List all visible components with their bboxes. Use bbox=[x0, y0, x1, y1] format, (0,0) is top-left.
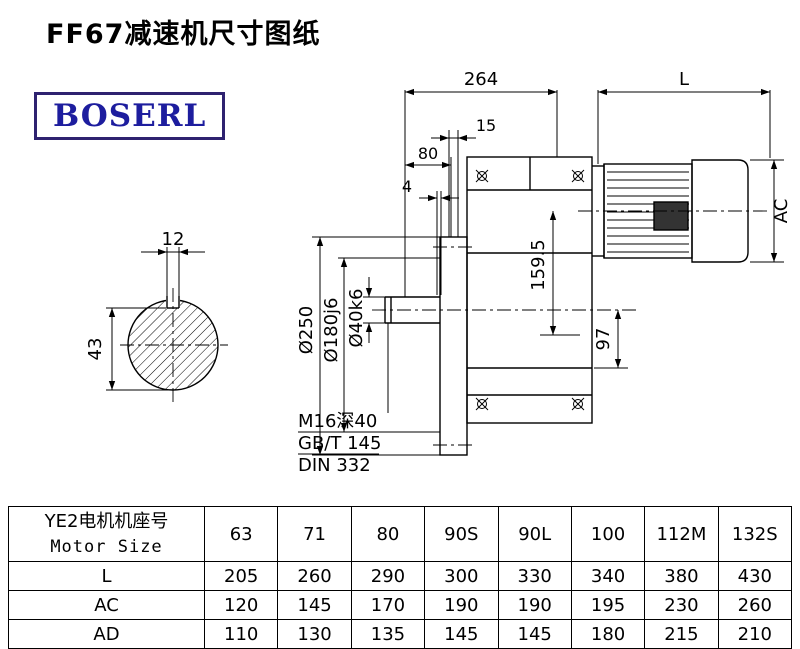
value-AD-71: 130 bbox=[277, 619, 352, 649]
fan-cowl bbox=[691, 159, 749, 263]
dim-15-label: 15 bbox=[476, 116, 496, 135]
value-L-112M: 380 bbox=[644, 561, 719, 591]
value-AC-90S: 190 bbox=[424, 590, 499, 620]
value-AC-71: 145 bbox=[277, 590, 352, 620]
motor-fins bbox=[607, 171, 689, 253]
size-col-90L: 90L bbox=[497, 506, 572, 562]
value-AC-100: 195 bbox=[570, 590, 646, 620]
key-width-label: 12 bbox=[162, 229, 185, 250]
brand-logo: BOSERL bbox=[34, 92, 226, 140]
note-gbt: GB/T 145 bbox=[298, 433, 381, 454]
value-L-80: 290 bbox=[350, 561, 426, 591]
dim-L-label: L bbox=[679, 69, 689, 90]
size-col-63: 63 bbox=[203, 506, 279, 562]
value-L-132S: 430 bbox=[717, 561, 793, 591]
value-AC-80: 170 bbox=[350, 590, 426, 620]
row-label-AD: AD bbox=[8, 619, 205, 649]
dimension-lines bbox=[298, 88, 784, 456]
table-header-row: YE2电机机座号 Motor Size 63 71 80 90S 90L 100… bbox=[8, 506, 793, 562]
shaft-height-dimension bbox=[106, 307, 170, 391]
dim-97-label: 97 bbox=[593, 328, 614, 351]
value-AC-112M: 230 bbox=[644, 590, 719, 620]
value-AD-132S: 210 bbox=[717, 619, 793, 649]
size-col-71: 71 bbox=[277, 506, 352, 562]
shaft-height-label: 43 bbox=[85, 338, 106, 361]
housing-outline bbox=[466, 156, 593, 424]
shaft-diameter-label: Ø40k6 bbox=[346, 289, 367, 348]
value-AD-90L: 145 bbox=[497, 619, 572, 649]
note-thread: M16深40 bbox=[298, 411, 377, 432]
size-col-100: 100 bbox=[570, 506, 646, 562]
motor-size-table: YE2电机机座号 Motor Size 63 71 80 90S 90L 100… bbox=[8, 506, 793, 649]
row-label-L: L bbox=[8, 561, 205, 591]
shaft-section-view: 12 43 bbox=[85, 229, 228, 402]
value-AC-132S: 260 bbox=[717, 590, 793, 620]
dim-159-label: 159.5 bbox=[528, 239, 549, 291]
dim-4-label: 4 bbox=[402, 177, 412, 196]
note-din: DIN 332 bbox=[298, 455, 371, 476]
table-row-AC: AC 120 145 170 190 190 195 230 260 bbox=[8, 590, 793, 620]
value-AD-112M: 215 bbox=[644, 619, 719, 649]
gearbox-side-view: 264 L 15 80 4 Ø250 Ø180j6 Ø40k6 159.5 97… bbox=[296, 69, 792, 476]
key-width-dimension bbox=[141, 247, 205, 298]
value-L-71: 260 bbox=[277, 561, 352, 591]
flange-diameter-label: Ø250 bbox=[296, 306, 317, 355]
axis-centerlines bbox=[372, 210, 770, 311]
table-row-AD: AD 110 130 135 145 145 180 215 210 bbox=[8, 619, 793, 649]
size-col-90S: 90S bbox=[424, 506, 499, 562]
row-label-AC: AC bbox=[8, 590, 205, 620]
dim-264-label: 264 bbox=[464, 69, 498, 90]
value-AD-63: 110 bbox=[203, 619, 279, 649]
motor-size-header-cn: YE2电机机座号 bbox=[44, 511, 169, 532]
dim-AC-label: AC bbox=[771, 199, 792, 224]
thread-notes: M16深40 GB/T 145 DIN 332 bbox=[298, 411, 381, 476]
value-L-90L: 330 bbox=[497, 561, 572, 591]
table-row-L: L 205 260 290 300 330 340 380 430 bbox=[8, 561, 793, 591]
size-col-80: 80 bbox=[350, 506, 426, 562]
value-AC-90L: 190 bbox=[497, 590, 572, 620]
motor-terminal-box bbox=[653, 201, 689, 231]
value-L-90S: 300 bbox=[424, 561, 499, 591]
motor-size-header: YE2电机机座号 Motor Size bbox=[8, 506, 205, 562]
gearbox-dimension-drawing: 12 43 bbox=[85, 69, 792, 476]
dim-80-label: 80 bbox=[418, 144, 438, 163]
value-L-63: 205 bbox=[203, 561, 279, 591]
size-col-132S: 132S bbox=[717, 506, 793, 562]
value-L-100: 340 bbox=[570, 561, 646, 591]
motor-size-header-en: Motor Size bbox=[50, 537, 163, 557]
page-title: FF67减速机尺寸图纸 bbox=[46, 19, 321, 50]
shaft-centerlines bbox=[120, 288, 228, 402]
value-AD-100: 180 bbox=[570, 619, 646, 649]
size-col-112M: 112M bbox=[644, 506, 719, 562]
motor-outline bbox=[592, 159, 749, 263]
spigot-diameter-label: Ø180j6 bbox=[321, 298, 342, 363]
flange-outline bbox=[433, 236, 474, 456]
value-AC-63: 120 bbox=[203, 590, 279, 620]
value-AD-80: 135 bbox=[350, 619, 426, 649]
value-AD-90S: 145 bbox=[424, 619, 499, 649]
